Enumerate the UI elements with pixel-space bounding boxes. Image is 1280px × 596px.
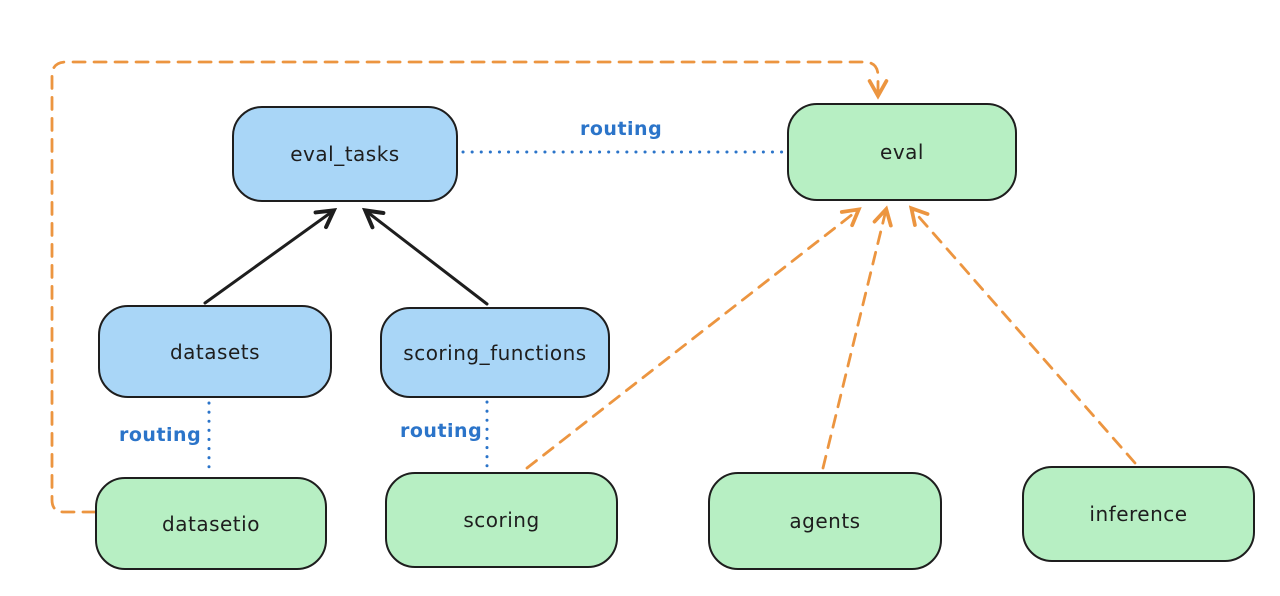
node-inference: inference [1022, 466, 1255, 562]
node-datasetio-label: datasetio [162, 511, 260, 536]
edge-scoring-functions-to-eval-tasks [366, 211, 489, 306]
edge-label-routing-scoring-functions-scoring: routing [400, 420, 483, 442]
edge-label-routing-datasets-datasetio: routing [119, 424, 202, 446]
node-eval-tasks-label: eval_tasks [290, 142, 400, 166]
node-eval: eval [787, 103, 1017, 201]
node-inference-label: inference [1089, 502, 1188, 526]
node-agents: agents [708, 472, 942, 570]
edge-datasetio-to-eval [50, 60, 878, 514]
edge-label-routing-eval-tasks-eval: routing [580, 118, 663, 140]
node-agents-label: agents [789, 509, 861, 533]
node-datasetio: datasetio [95, 477, 327, 570]
node-datasets: datasets [98, 305, 332, 398]
node-eval-label: eval [880, 140, 924, 164]
edge-datasets-to-eval-tasks [203, 211, 333, 305]
node-scoring-label: scoring [463, 508, 540, 532]
node-scoring: scoring [385, 472, 618, 568]
node-eval-tasks: eval_tasks [232, 106, 458, 202]
edge-agents-to-eval [821, 210, 886, 470]
edge-scoring-to-eval [525, 210, 858, 470]
node-scoring-functions: scoring_functions [380, 307, 610, 398]
edge-inference-to-eval [912, 209, 1137, 465]
node-datasets-label: datasets [169, 339, 261, 364]
node-scoring-functions-label: scoring_functions [403, 340, 587, 365]
